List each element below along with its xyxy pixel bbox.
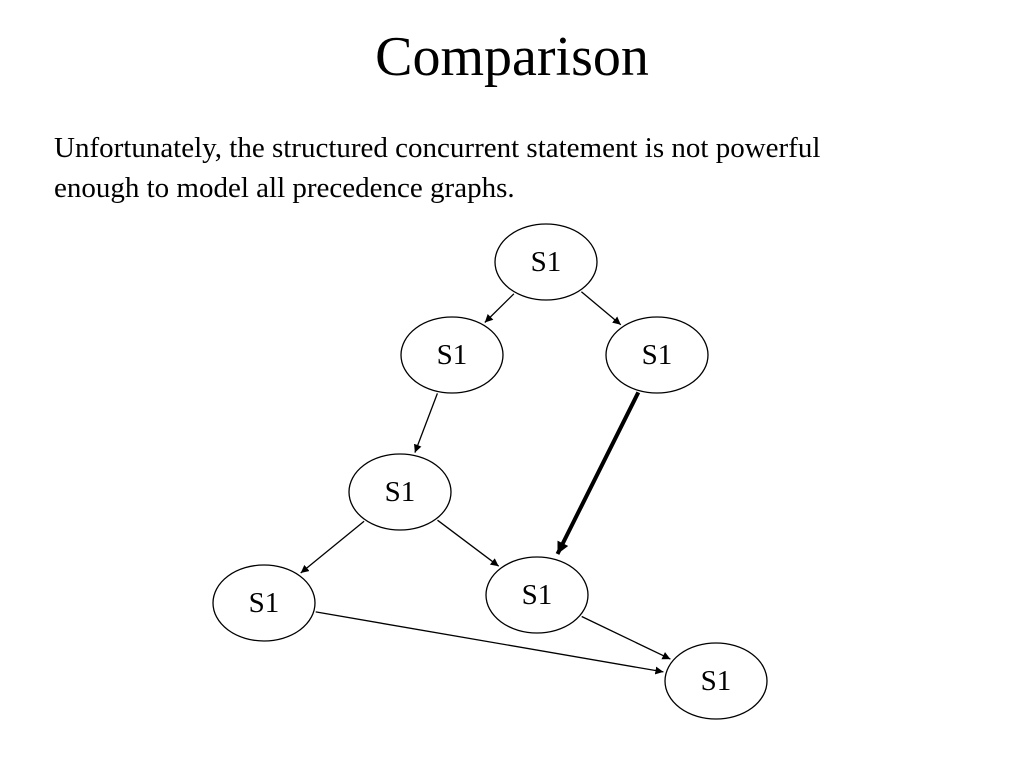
graph-node-n2: S1	[400, 316, 504, 394]
node-ellipse	[485, 556, 589, 634]
graph-edge-n6-n7	[581, 615, 671, 660]
node-label: S1	[642, 339, 673, 371]
graph-edge-n2-n4	[414, 393, 439, 453]
graph-node-n4: S1	[348, 453, 452, 531]
graph-edge-n1-n3	[580, 291, 622, 326]
graph-edge-n4-n5	[300, 520, 365, 574]
graph-node-n7: S1	[664, 642, 768, 720]
graph-edge-n5-n7	[315, 611, 664, 675]
graph-node-n1: S1	[494, 223, 598, 301]
node-ellipse	[212, 564, 316, 642]
node-label: S1	[249, 587, 280, 619]
node-ellipse	[494, 223, 598, 301]
node-label: S1	[385, 476, 416, 508]
slide-body: Unfortunately, the structured concurrent…	[54, 128, 994, 208]
node-label: S1	[701, 665, 732, 697]
body-line-1: Unfortunately, the structured concurrent…	[54, 132, 821, 164]
graph-edge-n4-n6	[437, 519, 500, 567]
body-line-2: enough to model all precedence graphs.	[54, 172, 515, 204]
node-ellipse	[348, 453, 452, 531]
graph-node-n6: S1	[485, 556, 589, 634]
node-label: S1	[531, 246, 562, 278]
graph-edge-n3-n6	[555, 391, 641, 555]
slide-title: Comparison	[375, 26, 649, 88]
graph-edge-n1-n2	[484, 293, 515, 323]
node-ellipse	[664, 642, 768, 720]
node-label: S1	[437, 339, 468, 371]
edges-layer	[300, 291, 671, 675]
node-ellipse	[400, 316, 504, 394]
graph-node-n3: S1	[605, 316, 709, 394]
node-ellipse	[605, 316, 709, 394]
graph-node-n5: S1	[212, 564, 316, 642]
node-label: S1	[522, 579, 553, 611]
